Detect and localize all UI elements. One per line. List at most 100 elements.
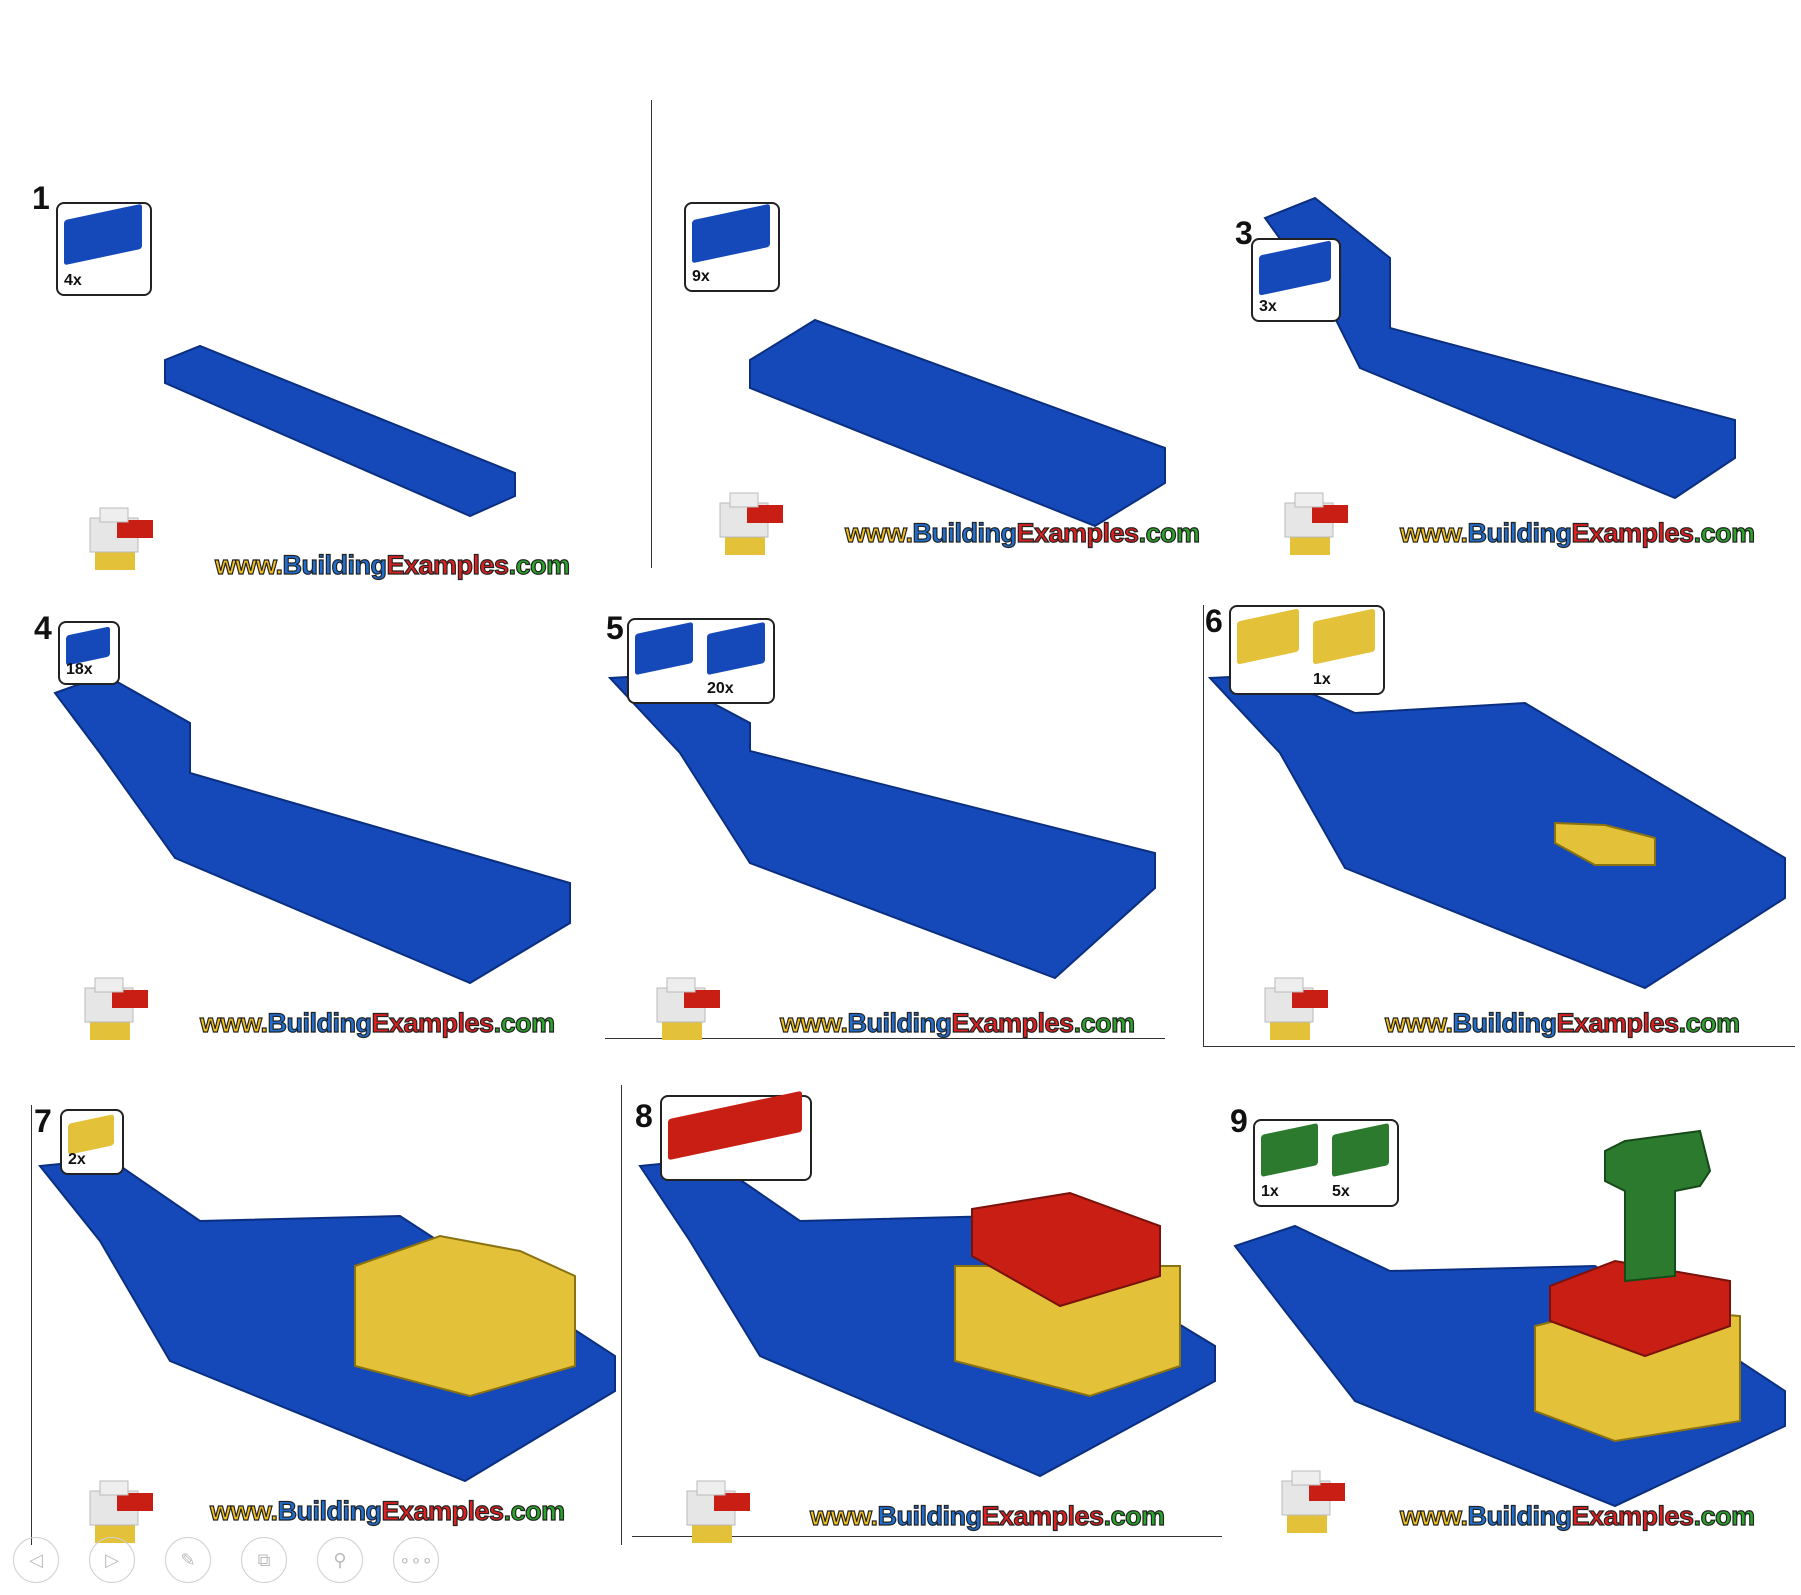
model-illustration <box>38 1157 616 1543</box>
wm-building: Building <box>847 1007 953 1038</box>
more-icon[interactable]: ∘∘∘ <box>393 1537 439 1583</box>
wm-building: Building <box>912 517 1018 548</box>
parts-list-box: 20x <box>627 618 775 704</box>
mascot-logo <box>89 1480 153 1543</box>
brick-icon <box>668 1090 802 1161</box>
zoom-icon[interactable]: ⚲ <box>317 1537 363 1583</box>
wm-com: .com <box>1693 1500 1756 1531</box>
ship-hull <box>1207 673 1786 990</box>
website-watermark: www.BuildingExamples.com <box>1399 517 1756 549</box>
wm-examples: Examples <box>951 1007 1075 1038</box>
brick-icon <box>1332 1122 1389 1178</box>
part-count: 2x <box>68 1151 86 1168</box>
part-count: 9x <box>692 268 710 285</box>
brick-icon <box>1313 608 1375 665</box>
part-count: 1x <box>1261 1183 1279 1200</box>
website-watermark: www.BuildingExamples.com <box>1384 1007 1740 1039</box>
website-watermark: www.BuildingExamples.com <box>199 1007 556 1039</box>
cabin-roof <box>971 1191 1161 1308</box>
cabin-roof <box>1549 1259 1731 1358</box>
mascot-logo <box>719 492 783 555</box>
wm-examples: Examples <box>1016 517 1140 548</box>
wm-building: Building <box>282 549 388 580</box>
cabin-block <box>1554 821 1656 866</box>
website-watermark: www.BuildingExamples.com <box>809 1500 1165 1532</box>
website-watermark: www.BuildingExamples.com <box>844 517 1201 549</box>
part-count: 5x <box>1332 1183 1350 1200</box>
ship-hull <box>607 673 1156 980</box>
wm-examples: Examples <box>1556 1007 1680 1038</box>
wm-com: .com <box>1073 1007 1136 1038</box>
website-watermark: www.BuildingExamples.com <box>779 1007 1136 1039</box>
mascot-logo <box>686 1480 750 1543</box>
brick-icon <box>707 621 765 676</box>
wm-building: Building <box>877 1500 983 1531</box>
website-watermark: www.BuildingExamples.com <box>214 549 571 581</box>
model-illustration <box>89 344 516 570</box>
previous-icon[interactable]: ◁ <box>13 1537 59 1583</box>
step-number: 8 <box>635 1098 653 1134</box>
wm-com: .com <box>1138 517 1201 548</box>
wm-com: .com <box>1693 517 1756 548</box>
wm-examples: Examples <box>386 549 510 580</box>
ship-hull <box>749 318 1166 528</box>
model-illustration <box>1233 1129 1786 1533</box>
website-watermark: www.BuildingExamples.com <box>1399 1500 1756 1532</box>
wm-www: www. <box>844 517 913 548</box>
model-illustration <box>53 673 571 1040</box>
wm-building: Building <box>1452 1007 1558 1038</box>
mascot-logo <box>1284 492 1348 555</box>
divider <box>651 100 652 568</box>
wm-www: www. <box>209 1495 278 1526</box>
wm-building: Building <box>267 1007 373 1038</box>
part-count: 1x <box>1313 671 1331 688</box>
wm-examples: Examples <box>381 1495 505 1526</box>
cabin-block <box>354 1234 576 1398</box>
wm-examples: Examples <box>1571 517 1695 548</box>
model-illustration <box>638 1157 1216 1543</box>
model-illustration <box>607 673 1156 1040</box>
parts-list-box: 18x <box>58 621 120 685</box>
parts-list-box <box>660 1090 812 1181</box>
part-count: 18x <box>66 661 93 678</box>
parts-list-box: 3x <box>1251 238 1341 322</box>
next-icon[interactable]: ▷ <box>89 1537 135 1583</box>
slides-icon[interactable]: ⧉ <box>241 1537 287 1583</box>
model-illustration <box>1263 196 1736 555</box>
wm-com: .com <box>508 549 571 580</box>
brick-icon <box>692 203 770 264</box>
wm-www: www. <box>1399 1500 1468 1531</box>
part-count: 4x <box>64 272 82 289</box>
divider <box>1203 1046 1795 1047</box>
smokestack <box>1604 1129 1712 1283</box>
step-number: 1 <box>32 180 50 216</box>
divider <box>621 1085 622 1545</box>
divider <box>632 1536 1222 1537</box>
ship-hull <box>1263 196 1736 500</box>
website-watermark: www.BuildingExamples.com <box>209 1495 566 1527</box>
wm-building: Building <box>1467 1500 1573 1531</box>
divider <box>1203 605 1204 1047</box>
divider <box>605 1038 1165 1039</box>
ship-hull <box>38 1157 616 1483</box>
step-number: 5 <box>606 610 624 646</box>
mascot-logo <box>1264 977 1328 1040</box>
parts-list-box: 4x <box>56 202 152 296</box>
wm-examples: Examples <box>371 1007 495 1038</box>
brick-icon <box>68 1114 114 1155</box>
wm-www: www. <box>779 1007 848 1038</box>
ship-hull <box>53 673 571 985</box>
wm-com: .com <box>493 1007 556 1038</box>
wm-com: .com <box>503 1495 566 1526</box>
wm-www: www. <box>199 1007 268 1038</box>
step-number: 9 <box>1230 1103 1248 1139</box>
wm-www: www. <box>214 549 283 580</box>
parts-list-box: 1x <box>1229 605 1385 695</box>
pen-icon[interactable]: ✎ <box>165 1537 211 1583</box>
wm-www: www. <box>1399 517 1468 548</box>
parts-list-box: 1x 5x <box>1253 1119 1399 1207</box>
brick-icon <box>1259 240 1331 296</box>
divider <box>31 1105 32 1545</box>
wm-building: Building <box>1467 517 1573 548</box>
wm-examples: Examples <box>981 1500 1105 1531</box>
